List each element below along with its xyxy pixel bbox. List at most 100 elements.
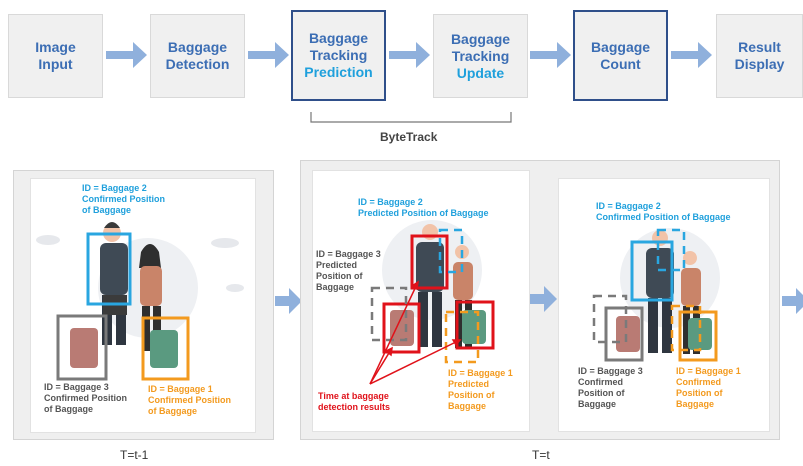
stage-text-highlight: Prediction bbox=[304, 64, 373, 80]
arrow-right-icon bbox=[275, 288, 302, 314]
blue-dashed-box bbox=[438, 228, 464, 274]
red-box-suitcase-green bbox=[455, 300, 495, 350]
blue-box bbox=[86, 232, 132, 306]
label-detection-time: Time at baggage detection results bbox=[318, 391, 390, 413]
label-line: Baggage bbox=[578, 399, 617, 409]
frame-illustration-middle bbox=[369, 220, 495, 385]
arrow-right-icon bbox=[671, 42, 712, 68]
label-line: Confirmed Position of Baggage bbox=[596, 212, 731, 222]
label-line: ID = Baggage 2 bbox=[596, 201, 661, 211]
label-line: ID = Baggage 3 bbox=[44, 382, 109, 392]
pipeline-arrows bbox=[106, 42, 712, 123]
stage-text: Tracking bbox=[451, 47, 510, 64]
blue-box bbox=[630, 240, 674, 302]
label-line: ID = Baggage 1 bbox=[448, 368, 513, 378]
stage-text: Baggage bbox=[167, 39, 228, 55]
suitcase-pink bbox=[70, 328, 98, 368]
label-line: Predicted bbox=[316, 260, 358, 270]
red-box-suitcase-pink bbox=[382, 302, 421, 354]
label-line: of Baggage bbox=[148, 406, 198, 416]
label-baggage-3-right: ID = Baggage 3 Confirmed Position of Bag… bbox=[578, 366, 643, 410]
label-line: Position of bbox=[578, 388, 625, 398]
label-line: Baggage bbox=[448, 401, 487, 411]
stage-text: Display bbox=[734, 56, 785, 72]
stage-text: Result bbox=[738, 39, 781, 55]
arrow-right-icon bbox=[530, 286, 557, 312]
gray-box bbox=[56, 314, 108, 381]
label-line: ID = Baggage 3 bbox=[316, 249, 381, 259]
man-figure bbox=[100, 222, 128, 345]
frame-illustration-right bbox=[592, 228, 720, 362]
label-baggage-1-left: ID = Baggage 1 Confirmed Position of Bag… bbox=[148, 384, 231, 417]
label-line: Position of bbox=[448, 390, 495, 400]
label-line: Confirmed Position bbox=[44, 393, 127, 403]
frame-illustration-left bbox=[36, 222, 244, 381]
orange-box bbox=[141, 316, 190, 381]
suitcase-green bbox=[462, 310, 486, 344]
arrow-right-icon bbox=[248, 42, 289, 68]
bytetrack-bracket bbox=[310, 112, 512, 123]
orange-box bbox=[678, 310, 718, 362]
orange-dashed-box bbox=[670, 304, 702, 352]
stage-text-highlight: Update bbox=[456, 64, 505, 81]
arrow-right-icon bbox=[782, 288, 803, 314]
label-baggage-1-middle: ID = Baggage 1 Predicted Position of Bag… bbox=[448, 368, 513, 412]
stage-text: Image bbox=[35, 39, 76, 55]
orange-dashed-box bbox=[444, 310, 480, 364]
label-baggage-2-left: ID = Baggage 2 Confirmed Position of Bag… bbox=[82, 183, 165, 216]
label-baggage-2-middle: ID = Baggage 2 Predicted Position of Bag… bbox=[358, 197, 489, 219]
label-line: detection results bbox=[318, 402, 391, 412]
label-line: Position of bbox=[316, 271, 363, 281]
stage-text: Detection bbox=[165, 56, 230, 72]
gray-box bbox=[604, 306, 644, 362]
label-line: Confirmed Position bbox=[82, 194, 165, 204]
label-line: Time at baggage bbox=[318, 391, 389, 401]
woman-figure bbox=[139, 244, 162, 351]
time-caption-middle: T=t bbox=[532, 448, 550, 462]
suitcase-pink bbox=[390, 310, 414, 346]
label-line: Predicted Position of Baggage bbox=[358, 208, 489, 218]
label-line: Baggage bbox=[676, 399, 715, 409]
label-line: of Baggage bbox=[44, 404, 94, 414]
man-figure bbox=[646, 230, 674, 353]
label-baggage-3-left: ID = Baggage 3 Confirmed Position of Bag… bbox=[44, 382, 127, 415]
label-baggage-1-right: ID = Baggage 1 Confirmed Position of Bag… bbox=[676, 366, 741, 410]
blue-dashed-box bbox=[656, 228, 686, 272]
time-caption-left: T=t-1 bbox=[120, 448, 149, 462]
label-line: Confirmed bbox=[676, 377, 721, 387]
label-baggage-3-middle: ID = Baggage 3 Predicted Position of Bag… bbox=[316, 249, 381, 293]
label-line: ID = Baggage 3 bbox=[578, 366, 643, 376]
label-line: ID = Baggage 1 bbox=[676, 366, 741, 376]
gray-dashed-box bbox=[370, 286, 408, 342]
label-line: ID = Baggage 2 bbox=[358, 197, 423, 207]
label-line: Predicted bbox=[448, 379, 490, 389]
label-line: ID = Baggage 1 bbox=[148, 384, 213, 394]
arrow-right-icon bbox=[389, 42, 430, 68]
pointer-arrows bbox=[369, 280, 462, 385]
suitcase-pink bbox=[616, 316, 640, 352]
label-line: of Baggage bbox=[82, 205, 132, 215]
suitcase-green bbox=[150, 330, 178, 368]
label-line: Confirmed bbox=[578, 377, 623, 387]
label-line: ID = Baggage 2 bbox=[82, 183, 147, 193]
bytetrack-label: ByteTrack bbox=[380, 130, 438, 144]
arrow-right-icon bbox=[106, 42, 147, 68]
stage-text: Input bbox=[38, 56, 73, 72]
stage-text: Tracking bbox=[309, 47, 368, 63]
label-baggage-2-right: ID = Baggage 2 Confirmed Position of Bag… bbox=[596, 201, 731, 223]
label-line: Baggage bbox=[316, 282, 355, 292]
cloud-icon bbox=[36, 235, 244, 292]
stage-text: Baggage bbox=[590, 38, 651, 55]
gray-dashed-box bbox=[592, 294, 628, 344]
stage-text: Baggage bbox=[450, 30, 511, 47]
stage-text: Count bbox=[600, 55, 641, 72]
label-line: Confirmed Position bbox=[148, 395, 231, 405]
arrow-right-icon bbox=[530, 42, 571, 68]
stage-text: Baggage bbox=[308, 30, 369, 46]
red-box-backpack bbox=[410, 234, 449, 290]
